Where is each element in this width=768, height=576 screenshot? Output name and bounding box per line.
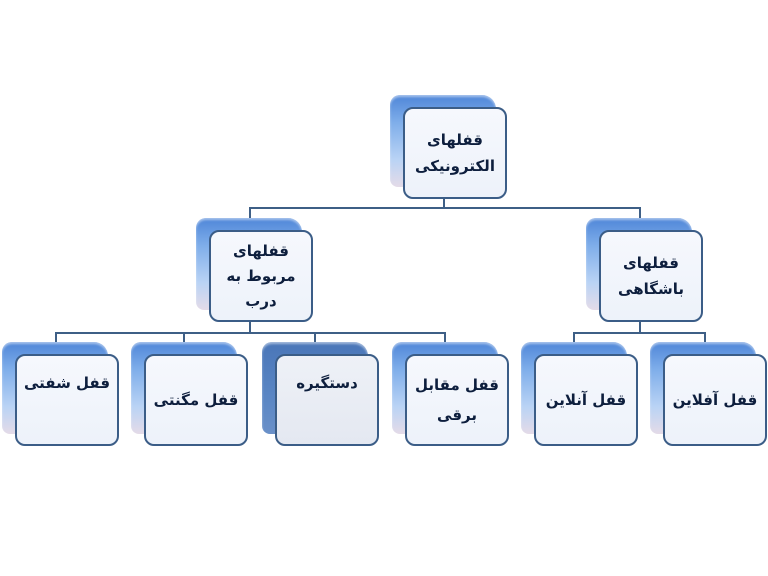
node-label: قفل آفلاین [672, 391, 758, 409]
node-card: قفلهای باشگاهی [599, 230, 703, 322]
node-label: قفل مگنتی [153, 391, 239, 409]
node-electronic-locks[interactable]: قفلهای الکترونیکی [390, 95, 510, 201]
connector-to-strike [444, 332, 446, 343]
connector-club-horizontal [573, 332, 706, 334]
node-card: قفلهای مربوط به درب [209, 230, 313, 322]
node-magnetic-lock[interactable]: قفل مگنتی [131, 342, 251, 448]
node-card: قفلهای الکترونیکی [403, 107, 507, 199]
node-club-locks[interactable]: قفلهای باشگاهی [586, 218, 706, 324]
node-label: قفلهای الکترونیکی [415, 131, 495, 175]
node-offline-lock[interactable]: قفل آفلاین [650, 342, 768, 448]
node-card: قفل آنلاین [534, 354, 638, 446]
connector-to-club [639, 207, 641, 219]
node-door-locks[interactable]: قفلهای مربوط به درب [196, 218, 316, 324]
node-label: قفل مقابل برقی [415, 376, 499, 424]
connector-door-horizontal [55, 332, 446, 334]
connector-to-handle [314, 332, 316, 343]
node-card: قفل شفتی [15, 354, 119, 446]
node-card: دستگیره [275, 354, 379, 446]
node-online-lock[interactable]: قفل آنلاین [521, 342, 641, 448]
connector-to-magnetic [183, 332, 185, 343]
connector-to-online [573, 332, 575, 343]
node-card: قفل مگنتی [144, 354, 248, 446]
connector-level1-horizontal [249, 207, 641, 209]
connector-club-down [639, 322, 641, 333]
connector-door-down [249, 322, 251, 333]
node-label: قفلهای مربوط به درب [226, 241, 296, 310]
node-label: قفل آنلاین [545, 391, 627, 409]
node-shaft-lock[interactable]: قفل شفتی [2, 342, 122, 448]
node-label: قفل شفتی [23, 374, 111, 392]
connector-to-offline [704, 332, 706, 343]
node-label: دستگیره [296, 374, 358, 392]
node-electric-strike[interactable]: قفل مقابل برقی [392, 342, 512, 448]
node-card: قفل آفلاین [663, 354, 767, 446]
node-card: قفل مقابل برقی [405, 354, 509, 446]
connector-root-down [443, 198, 445, 209]
connector-to-shaft [55, 332, 57, 343]
node-handle[interactable]: دستگیره [262, 342, 382, 448]
connector-to-door [249, 207, 251, 219]
node-label: قفلهای باشگاهی [618, 254, 684, 298]
